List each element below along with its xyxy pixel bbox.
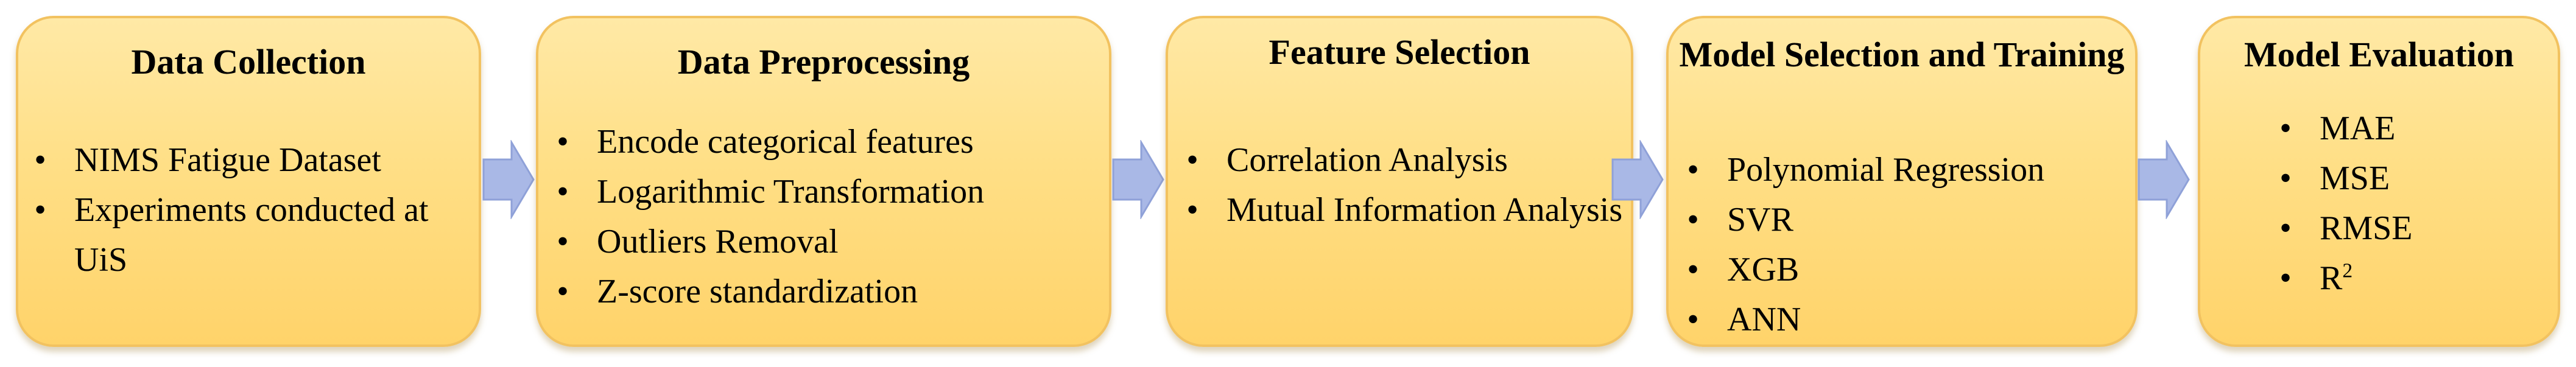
step-bullet-list: •Polynomial Regression •SVR •XGB •ANN xyxy=(1681,145,2138,344)
list-item: •Encode categorical features xyxy=(551,117,1105,167)
bullet-icon: • xyxy=(1687,201,1699,239)
list-item: •Z-score standardization xyxy=(551,267,1105,316)
bullet-icon: • xyxy=(2279,209,2292,247)
bullet-icon: • xyxy=(34,191,46,229)
step-box-feature-selection: Feature Selection •Correlation Analysis … xyxy=(1166,16,1633,347)
list-item: •RMSE xyxy=(2273,203,2553,253)
step-title: Model Evaluation xyxy=(2243,35,2514,74)
step-box-model-selection-and-training: Model Selection and Training •Polynomial… xyxy=(1666,16,2138,347)
bullet-icon: • xyxy=(1186,191,1198,229)
step-title: Model Selection and Training xyxy=(1679,35,2125,74)
step-title: Feature Selection xyxy=(1269,32,1530,72)
flow-arrow-icon xyxy=(1112,140,1164,219)
list-item: •Experiments conducted at UiS xyxy=(28,185,479,285)
bullet-icon: • xyxy=(1687,301,1699,338)
list-item: •MAE xyxy=(2273,103,2553,153)
flow-arrow-icon xyxy=(1611,140,1664,219)
bullet-icon: • xyxy=(1687,251,1699,288)
superscript: 2 xyxy=(2342,259,2353,282)
step-box-data-preprocessing: Data Preprocessing •Encode categorical f… xyxy=(536,16,1111,347)
list-item: •XGB xyxy=(1681,245,2138,295)
bullet-icon: • xyxy=(2279,159,2292,197)
list-item: •ANN xyxy=(1681,295,2138,344)
list-item: •SVR xyxy=(1681,195,2138,245)
bullet-icon: • xyxy=(1687,151,1699,189)
step-bullet-list: •Encode categorical features •Logarithmi… xyxy=(551,117,1105,316)
bullet-icon: • xyxy=(557,173,569,211)
step-title: Data Preprocessing xyxy=(677,42,970,82)
step-bullet-list: •Correlation Analysis •Mutual Informatio… xyxy=(1180,135,1631,235)
list-item: •R2 xyxy=(2273,253,2553,303)
list-item: •Polynomial Regression xyxy=(1681,145,2138,195)
step-title: Data Collection xyxy=(131,42,366,82)
bullet-icon: • xyxy=(2279,259,2292,297)
list-item: •Logarithmic Transformation xyxy=(551,167,1105,217)
bullet-icon: • xyxy=(1186,141,1198,179)
list-item: •Mutual Information Analysis xyxy=(1180,185,1631,235)
step-bullet-list: •MAE •MSE •RMSE •R2 xyxy=(2273,103,2553,303)
bullet-icon: • xyxy=(557,123,569,161)
flow-arrow-icon xyxy=(2138,140,2190,219)
step-box-data-collection: Data Collection •NIMS Fatigue Dataset •E… xyxy=(16,16,481,347)
list-item: •NIMS Fatigue Dataset xyxy=(28,135,479,185)
list-item: •MSE xyxy=(2273,153,2553,203)
list-item: •Outliers Removal xyxy=(551,217,1105,267)
bullet-icon: • xyxy=(2279,110,2292,147)
bullet-icon: • xyxy=(557,223,569,260)
list-item: •Correlation Analysis xyxy=(1180,135,1631,185)
flow-arrow-icon xyxy=(482,140,535,219)
step-bullet-list: •NIMS Fatigue Dataset •Experiments condu… xyxy=(28,135,479,285)
step-box-model-evaluation: Model Evaluation •MAE •MSE •RMSE •R2 xyxy=(2198,16,2560,347)
bullet-icon: • xyxy=(34,141,46,179)
bullet-icon: • xyxy=(557,273,569,310)
